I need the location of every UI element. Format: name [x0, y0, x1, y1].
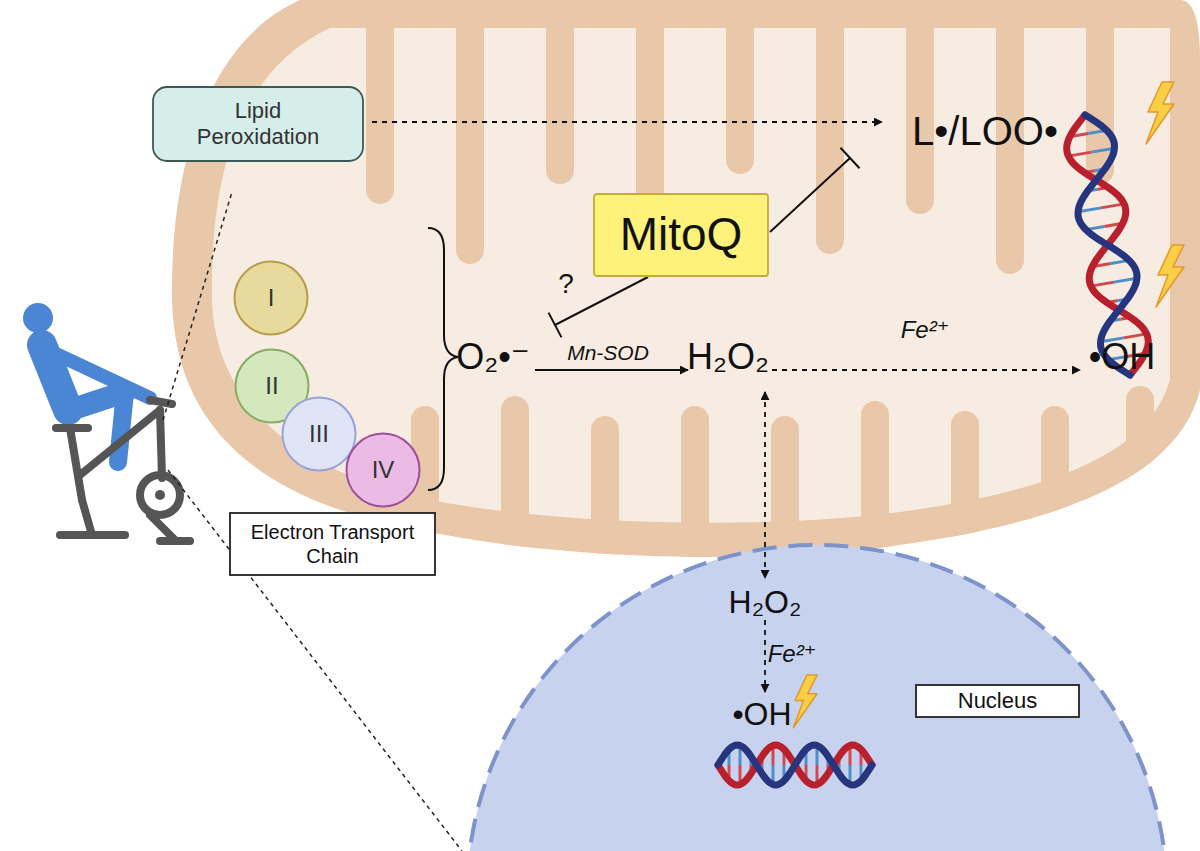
species-label: O₂•⁻	[456, 339, 530, 375]
cyclist-icon	[23, 303, 190, 541]
reaction-arrow	[535, 369, 688, 371]
drug-box: MitoQ	[593, 193, 769, 277]
title-box: Electron Transport Chain	[229, 512, 436, 576]
node-text: Nucleus	[958, 688, 1037, 714]
dna-strand	[718, 745, 872, 785]
node-text: II	[265, 372, 278, 401]
zoom-line	[163, 192, 232, 420]
species-label: •OH	[1089, 339, 1156, 375]
node-text: IV	[372, 456, 395, 485]
complex-circle: III	[281, 396, 357, 472]
inhibition-line	[770, 148, 860, 232]
cristae	[380, 0, 1140, 560]
node-rect	[594, 194, 768, 276]
complex-circle: I	[233, 260, 309, 336]
nucleus-membrane	[467, 545, 1167, 851]
dna-helix	[718, 745, 872, 785]
species-label: H₂O₂	[687, 339, 769, 375]
cofactor-label: Fe²⁺	[768, 642, 817, 666]
node-text: III	[309, 420, 329, 449]
lightning-bolt	[793, 675, 817, 728]
node-circle	[347, 434, 420, 507]
brace	[428, 228, 458, 490]
complex-circle: IV	[345, 432, 421, 508]
zoom-line	[168, 470, 462, 851]
reaction-arrow	[764, 620, 766, 692]
enzyme-label: Mn-SOD	[567, 342, 649, 363]
species-label: L•/LOO•	[912, 111, 1058, 151]
lightning-bolt	[1156, 245, 1184, 307]
node-circle	[283, 398, 356, 471]
lightning-bolt	[1146, 82, 1174, 144]
node-text: Electron Transport Chain	[240, 520, 425, 568]
node-text: MitoQ	[620, 207, 743, 262]
node-rect	[916, 685, 1079, 717]
dna-strand	[1067, 115, 1149, 375]
species-label: H₂O₂	[729, 586, 802, 618]
species-label: •OH	[732, 698, 791, 730]
node-rect	[230, 513, 435, 575]
node-circle	[235, 262, 308, 335]
diffusion-arrow	[764, 392, 766, 578]
cofactor-label: Fe²⁺	[901, 318, 950, 342]
question-mark: ?	[558, 270, 574, 298]
node-text: I	[268, 284, 275, 313]
damage-bolts	[793, 82, 1184, 728]
node-rect	[153, 87, 363, 161]
reaction-arrow	[372, 121, 882, 123]
node-text: Lipid Peroxidation	[178, 98, 338, 151]
process-box: Lipid Peroxidation	[152, 86, 364, 162]
title-box: Nucleus	[915, 684, 1080, 718]
reaction-arrow	[772, 369, 1080, 371]
dna-helix	[1067, 115, 1149, 375]
dna-strand	[1078, 115, 1137, 375]
dna-strand	[718, 745, 872, 785]
